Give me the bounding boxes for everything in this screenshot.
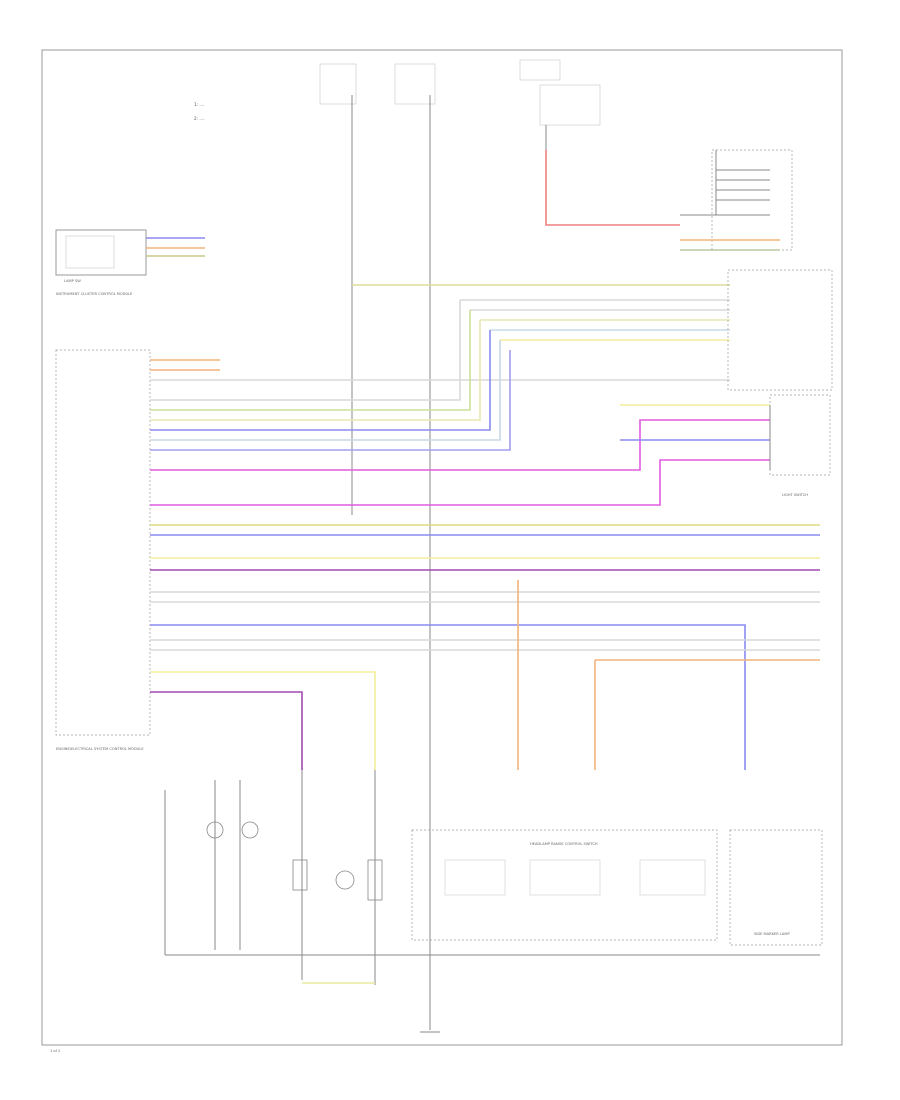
legend-item-1: 1: .... — [194, 102, 205, 107]
ecm-boundary — [55, 349, 151, 736]
instrument-caption: LAMP SW — [64, 279, 81, 283]
legend: 1: .... 2: .... — [194, 102, 205, 121]
instrument-cluster-module: LAMP SW INSTRUMENT CLUSTER CONTROL MODUL… — [55, 229, 205, 296]
side-marker-title: SIDE MARKER LAMP — [754, 932, 790, 936]
harness-wires — [150, 284, 820, 770]
legend-item-2: 2: .... — [194, 116, 205, 121]
headlamp-range-title: HEADLAMP RANGE CONTROL SWITCH — [530, 842, 598, 846]
light-switch-title: LIGHT SWITCH — [782, 493, 808, 497]
light-switch: LIGHT SWITCH — [727, 269, 833, 497]
diagram-frame — [41, 49, 843, 1046]
instrument-title: INSTRUMENT CLUSTER CONTROL MODULE — [56, 292, 133, 296]
bottom-components: HEADLAMP RANGE CONTROL SWITCH SIDE MARKE… — [164, 770, 823, 1033]
ecm-title: ENGINE/ELECTRICAL SYSTEM CONTROL MODULE — [56, 747, 144, 751]
fuse-boxes — [319, 59, 601, 126]
page-label: 1 of 2 — [50, 1049, 60, 1053]
